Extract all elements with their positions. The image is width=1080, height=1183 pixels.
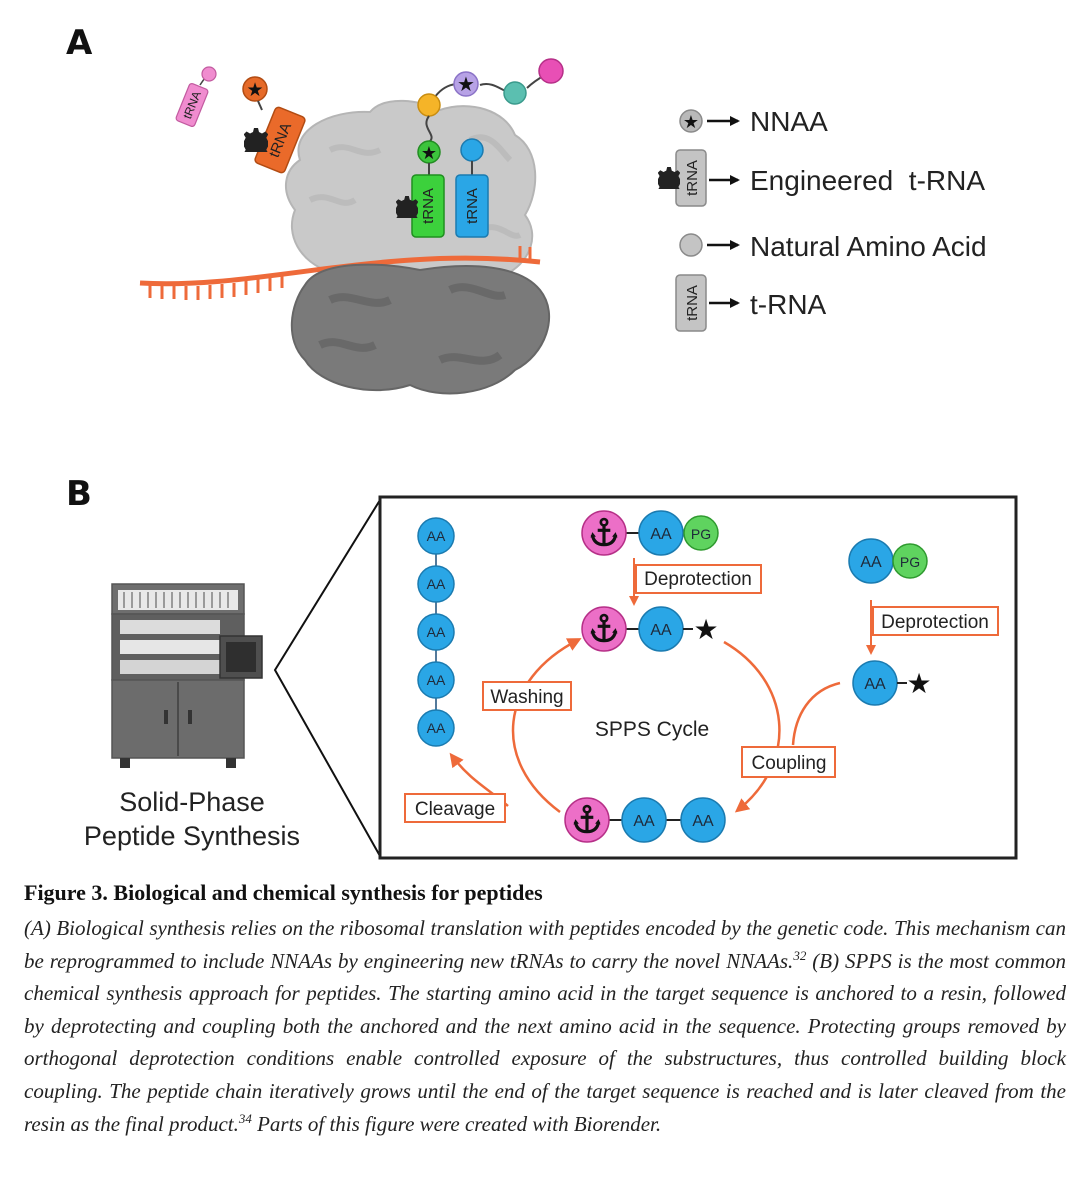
star-icon: ★	[246, 80, 263, 101]
natural-aa-legend-symbol	[679, 233, 703, 257]
free-trna-pink: tRNA	[175, 83, 209, 127]
svg-text:AA: AA	[650, 622, 672, 639]
svg-text:AA: AA	[864, 676, 886, 693]
ribosome-large-subunit	[290, 263, 550, 395]
peptide-synthesizer-icon	[111, 583, 263, 768]
mrna-strand	[139, 255, 541, 287]
svg-text:PG: PG	[900, 554, 920, 570]
svg-text:AA: AA	[692, 813, 714, 830]
legend-trna: t-RNA	[750, 289, 827, 320]
svg-text:PG: PG	[691, 526, 711, 542]
figure-canvas: A ★ ★ tRNA	[66, 23, 1018, 860]
trna-label: tRNA	[684, 285, 701, 321]
peptide-aa-teal	[503, 81, 527, 105]
star-icon: ★	[683, 112, 699, 132]
star-icon: ★	[906, 668, 931, 699]
panel-b-letter: B	[66, 474, 92, 514]
svg-text:AA: AA	[650, 526, 672, 543]
svg-text:AA: AA	[427, 576, 446, 592]
coupling-arrow	[723, 640, 781, 813]
cleavage-step	[404, 793, 506, 823]
legend-engineered-trna: Engineered t-RNA	[750, 165, 985, 196]
trna-label: tRNA	[420, 188, 437, 224]
free-aa-deprotected: AA ★	[852, 660, 932, 706]
figure-caption: Figure 3. Biological and chemical synthe…	[24, 880, 1066, 1140]
ribosome-small-subunit	[285, 99, 537, 273]
svg-text:AA: AA	[860, 554, 882, 571]
washing-label: Washing	[490, 687, 563, 708]
deprotection-label-2: Deprotection	[881, 612, 989, 633]
svg-text:AA: AA	[427, 672, 446, 688]
mrna-bases	[148, 246, 532, 300]
trna-label: tRNA	[684, 160, 701, 196]
coupling-step	[741, 746, 836, 778]
reference-34: 34	[238, 1110, 252, 1126]
free-engineered-trna-orange: tRNA	[254, 106, 306, 174]
nnaa-legend-symbol	[679, 109, 703, 133]
deprotection-step-2	[872, 606, 999, 636]
machine-label-line1: Solid-Phase	[119, 787, 265, 817]
star-icon: ★	[457, 74, 475, 96]
nnaa-on-orange-trna	[242, 76, 268, 102]
peptide-nnaa-purple	[453, 71, 479, 97]
machine-label-line2: Peptide Synthesis	[84, 821, 300, 851]
trna-legend-symbol	[675, 274, 707, 332]
washing-arrow	[511, 638, 582, 814]
zoom-callout-lines	[273, 499, 381, 857]
right-feed-arrow	[791, 681, 841, 746]
aa-on-pink-trna	[201, 66, 217, 82]
free-aa-protected: AA PG	[848, 538, 928, 584]
ribosome-diagram: ★ ★ tRNA tRNA tRNA ★ tRNA	[139, 58, 564, 395]
deprotection-step-1	[635, 564, 762, 594]
washing-step	[482, 681, 572, 711]
deprotection-label-1: Deprotection	[644, 569, 752, 590]
aa-on-blue-trna	[460, 138, 484, 162]
svg-text:AA: AA	[427, 624, 446, 640]
spps-cycle-label: SPPS Cycle	[595, 718, 709, 741]
caption-title: Figure 3. Biological and chemical synthe…	[24, 880, 543, 905]
anchored-dipeptide: AA AA	[564, 797, 726, 843]
svg-text:AA: AA	[427, 528, 446, 544]
legend-a: ★ NNAA tRNA Engineered t-RNA Natural Ami…	[658, 106, 987, 332]
star-icon: ★	[421, 143, 437, 163]
peptide-aa-magenta	[538, 58, 564, 84]
reference-32: 32	[793, 947, 807, 963]
trna-label: tRNA	[464, 188, 481, 224]
coupling-label: Coupling	[752, 753, 827, 774]
anchored-aa-deprotected: AA ★	[581, 606, 719, 652]
caption-body: (A) Biological synthesis relies on the r…	[24, 916, 1066, 1136]
peptide-aa-yellow	[417, 93, 441, 117]
anchored-aa-protected: AA PG	[581, 510, 719, 556]
panel-a-letter: A	[66, 23, 93, 63]
star-icon: ★	[693, 614, 718, 645]
svg-text:AA: AA	[633, 813, 655, 830]
trna-blue	[455, 174, 489, 238]
legend-natural-aa: Natural Amino Acid	[750, 231, 987, 262]
peptide-chain: AA AA AA AA AA	[417, 517, 455, 747]
cleavage-label: Cleavage	[415, 799, 495, 820]
legend-nnaa: NNAA	[750, 106, 828, 137]
svg-text:AA: AA	[427, 720, 446, 736]
